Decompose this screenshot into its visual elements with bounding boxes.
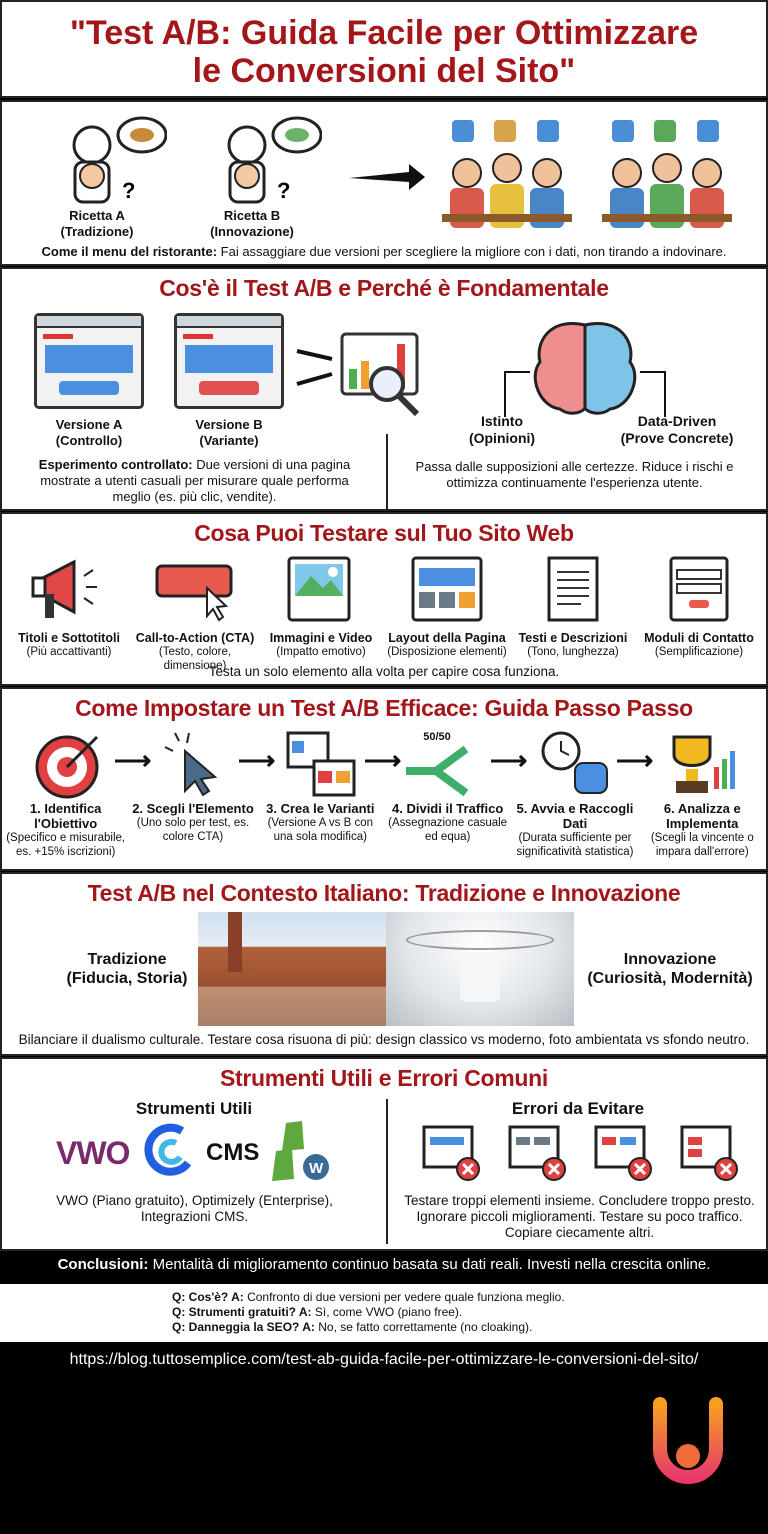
recipe-a-label: Ricetta A(Tradizione): [60, 208, 134, 239]
chef-b-icon: ?: [227, 116, 322, 204]
brand-logo-icon: [653, 1397, 723, 1484]
data-driven-label: Data-Driven(Prove Concrete): [620, 413, 734, 446]
italy-caption: Bilanciare il dualismo culturale. Testar…: [18, 1032, 750, 1047]
version-b-label: Versione B(Variante): [195, 417, 263, 448]
svg-text:?: ?: [122, 178, 135, 203]
tools-title: Strumenti Utili: [135, 1099, 253, 1118]
tools-section: Strumenti Utili e Errori Comuni Strument…: [0, 1057, 768, 1251]
shopify-wordpress-icon: W: [272, 1121, 329, 1181]
right-arrow-icon: [349, 164, 425, 190]
testable-items: Titoli e Sottotitoli(Più accattivanti) C…: [2, 554, 766, 673]
step-arrow-icon: ⟶: [238, 745, 276, 775]
image-icon: [287, 556, 351, 622]
form-icon: [669, 556, 729, 622]
chef-a-icon: ?: [72, 116, 167, 204]
section-heading: Strumenti Utili e Errori Comuni: [219, 1065, 549, 1091]
cms-logo: CMS: [206, 1139, 260, 1166]
diners-happy-icon: [602, 120, 732, 228]
error-window-icon: [594, 1125, 652, 1181]
testable-item: Testi e Descrizioni(Tono, lunghezza): [511, 554, 635, 673]
tools-text: VWO (Piano gratuito), Optimizely (Enterp…: [56, 1193, 333, 1224]
siena-piazza-photo: [198, 912, 386, 1026]
target-icon: [35, 735, 99, 799]
intro-caption: Come il menu del ristorante: Fai assaggi…: [41, 244, 727, 259]
document-icon: [547, 556, 599, 622]
data-driven-text: Passa dalle supposizioni alle certezze. …: [415, 459, 734, 490]
intro-section: ? ? Ricetta A(Tradizione) Ricetta B(Inno…: [0, 100, 768, 266]
step-item: 4. Dividi il Traffico(Assegnazione casua…: [388, 801, 508, 843]
source-url[interactable]: https://blog.tuttosemplice.com/test-ab-g…: [69, 1351, 699, 1368]
testable-item: Moduli di Contatto(Semplificazione): [637, 554, 761, 673]
modern-interior-photo: [386, 912, 574, 1026]
testable-item: Immagini e Video(Impatto emotivo): [259, 554, 383, 673]
faq-item: Q: Danneggia la SEO? A: No, se fatto cor…: [172, 1320, 533, 1334]
controlled-experiment-text: Esperimento controllato: Due versioni di…: [38, 457, 351, 504]
faq-item: Q: Strumenti gratuiti? A: Sì, come VWO (…: [172, 1305, 463, 1319]
svg-text:?: ?: [277, 178, 290, 203]
testable-item: Layout della Pagina(Disposizione element…: [385, 554, 509, 673]
title-line-1: "Test A/B: Guida Facile per Ottimizzare: [69, 14, 699, 52]
faq-item: Q: Cos'è? A: Confronto di due versioni p…: [172, 1290, 565, 1304]
layout-icon: [411, 556, 483, 622]
innovation-label: Innovazione(Curiosità, Modernità): [587, 951, 753, 987]
steps-list: 1. Identifica l'Obiettivo(Specifico e mi…: [2, 801, 766, 859]
vwo-logo: VWO: [56, 1135, 130, 1171]
recipe-b-label: Ricetta B(Innovazione): [210, 208, 294, 239]
conclusion-bar: Conclusioni: Mentalità di miglioramento …: [57, 1256, 711, 1273]
step-arrow-icon: ⟶: [490, 745, 528, 775]
section-heading: Cosa Puoi Testare sul Tuo Sito Web: [194, 520, 574, 546]
faq-section: Q: Cos'è? A: Confronto di due versioni p…: [0, 1284, 768, 1342]
section-heading: Test A/B nel Contesto Italiano: Tradizio…: [87, 880, 681, 906]
section-heading: Cos'è il Test A/B e Perché è Fondamental…: [159, 275, 609, 301]
optimizely-logo-icon: [144, 1123, 192, 1176]
title-box: "Test A/B: Guida Facile per Ottimizzare …: [0, 0, 768, 98]
cta-button-icon: [155, 564, 233, 622]
step-item: 5. Avvia e Raccogli Dati(Durata sufficie…: [516, 801, 634, 858]
error-icons: [422, 1123, 742, 1183]
megaphone-icon: [31, 559, 97, 618]
testable-item: Call-to-Action (CTA)(Testo, colore, dime…: [133, 554, 257, 673]
step-arrow-icon: ⟶: [616, 745, 654, 775]
errors-text: Testare troppi elementi insieme. Conclud…: [404, 1193, 755, 1240]
step-item: 2. Scegli l'Elemento(Uno solo per test, …: [132, 801, 254, 843]
variants-icon: [286, 731, 356, 797]
step-arrow-icon: ⟶: [364, 745, 402, 775]
instinct-label: Istinto(Opinioni): [468, 413, 536, 446]
step-item: 3. Crea le Varianti(Versione A vs B con …: [266, 801, 375, 843]
version-a-mockup: [34, 313, 144, 409]
clock-database-icon: [541, 731, 608, 794]
version-b-mockup: [174, 313, 284, 409]
section-heading: Come Impostare un Test A/B Efficace: Gui…: [75, 695, 693, 721]
divider: [386, 1099, 388, 1244]
step-item: 6. Analizza e Implementa(Scegli la vince…: [650, 801, 754, 858]
faq-list: Q: Cos'è? A: Confronto di due versioni p…: [172, 1290, 565, 1335]
error-window-icon: [680, 1125, 738, 1181]
error-window-icon: [508, 1125, 566, 1181]
testable-footer: Testa un solo elemento alla volta per ca…: [208, 664, 560, 679]
cursor-icon: [164, 732, 218, 797]
errors-title: Errori da Evitare: [511, 1099, 645, 1118]
error-window-icon: [422, 1125, 480, 1181]
testable-item: Titoli e Sottotitoli(Più accattivanti): [7, 554, 131, 673]
analytics-magnifier-icon: [296, 332, 420, 417]
tradition-label: Tradizione(Fiducia, Storia): [66, 951, 188, 987]
trophy-icon: [672, 735, 735, 793]
svg-text:W: W: [309, 1160, 324, 1177]
steps-section: Come Impostare un Test A/B Efficace: Gui…: [0, 687, 768, 871]
divider: [386, 434, 388, 509]
title-line-2: le Conversioni del Sito": [192, 52, 576, 90]
step-item: 1. Identifica l'Obiettivo(Specifico e mi…: [6, 801, 126, 858]
what-is-section: Cos'è il Test A/B e Perché è Fondamental…: [0, 267, 768, 511]
split-arrow-icon: [406, 745, 469, 797]
page-title: "Test A/B: Guida Facile per Ottimizzare …: [2, 14, 766, 90]
diners-mixed-feedback-icon: [442, 120, 572, 228]
step-arrow-icon: ⟶: [114, 745, 152, 775]
split-label: 50/50: [423, 731, 451, 743]
italy-section: Test A/B nel Contesto Italiano: Tradizio…: [0, 872, 768, 1056]
brain-icon: [504, 322, 666, 417]
testable-section: Cosa Puoi Testare sul Tuo Sito Web Titol…: [0, 512, 768, 686]
version-a-label: Versione A(Controllo): [55, 417, 123, 448]
